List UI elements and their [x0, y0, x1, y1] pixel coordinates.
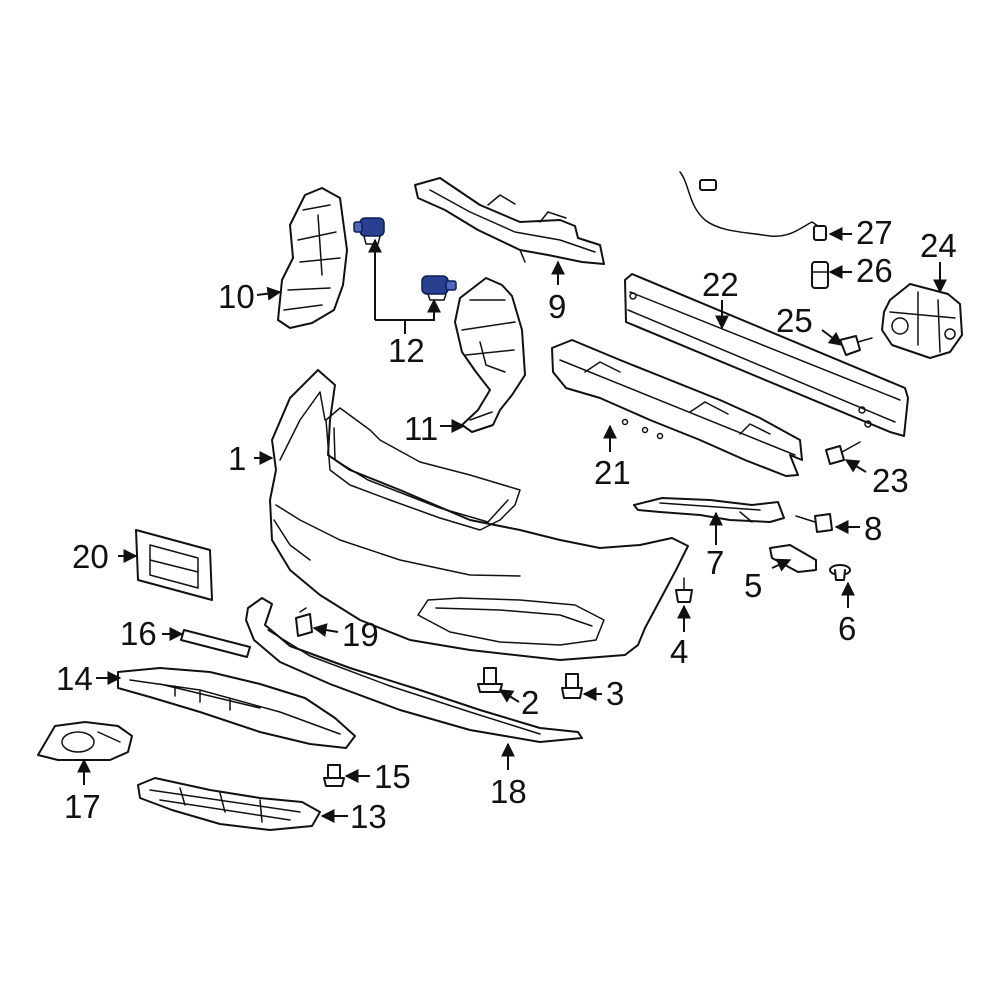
part-10-bracket: [277, 187, 348, 329]
callout-12: 12: [388, 332, 425, 369]
part-11-bracket: [454, 277, 526, 433]
callout-21: 21: [594, 454, 631, 491]
callout-23: 23: [872, 462, 909, 499]
callout-6: 6: [838, 610, 856, 647]
part-16-strip: [180, 629, 251, 658]
callout-16: 16: [120, 615, 157, 652]
callout-27: 27: [856, 214, 893, 251]
part-21-absorber: [551, 339, 803, 477]
callout-18: 18: [490, 773, 527, 810]
callout-15: 15: [374, 758, 411, 795]
callout-7: 7: [706, 544, 724, 581]
part-15-bolt: [323, 764, 345, 787]
callout-labels: 1 2 3 4 5 6 7 8 9 10 11 12 13 14 15 16 1…: [56, 214, 957, 835]
callout-24: 24: [920, 227, 957, 264]
part-12-clip-a: [353, 217, 385, 245]
part-4-clip: [675, 577, 693, 603]
part-3-bolt: [561, 673, 583, 699]
callout-1: 1: [228, 440, 246, 477]
part-22-reinforcement-beam: [624, 273, 909, 437]
callout-20: 20: [72, 538, 109, 575]
callout-25: 25: [776, 302, 813, 339]
callout-14: 14: [56, 660, 93, 697]
part-7-bracket: [633, 497, 785, 523]
callout-26: 26: [856, 252, 893, 289]
part-20-plate-bracket: [135, 529, 213, 601]
part-6-clip: [829, 564, 851, 581]
callout-4: 4: [670, 633, 688, 670]
callout-13: 13: [350, 798, 387, 835]
callout-3: 3: [606, 675, 624, 712]
callout-2: 2: [521, 684, 539, 721]
part-23-bolt: [825, 441, 861, 465]
part-2-bolt: [477, 667, 503, 693]
part-24-mount: [881, 283, 963, 359]
callout-9: 9: [548, 288, 566, 325]
part-5-clip: [769, 544, 817, 573]
part-8-bolt: [795, 513, 833, 533]
part-18-trim-strip: [245, 597, 583, 743]
callout-5: 5: [744, 567, 762, 604]
part-1-bumper-cover: [269, 369, 689, 661]
callout-17: 17: [64, 788, 101, 825]
callout-11: 11: [404, 410, 438, 447]
callout-19: 19: [342, 616, 379, 653]
leader-lines: [77, 227, 947, 823]
part-26-sensor: [811, 261, 829, 289]
part-17-fog-bezel: [37, 721, 133, 761]
part-9-upper-beam: [414, 177, 605, 265]
part-27-harness: [679, 171, 827, 241]
part-25-bolt: [839, 335, 873, 356]
callout-10: 10: [218, 278, 255, 315]
callout-22: 22: [702, 266, 739, 303]
callout-8: 8: [864, 510, 882, 547]
part-14-under-cover: [117, 667, 356, 749]
part-19-clip: [295, 607, 313, 637]
part-13-lower-grille: [137, 777, 321, 831]
part-12-clip-b: [421, 275, 457, 301]
